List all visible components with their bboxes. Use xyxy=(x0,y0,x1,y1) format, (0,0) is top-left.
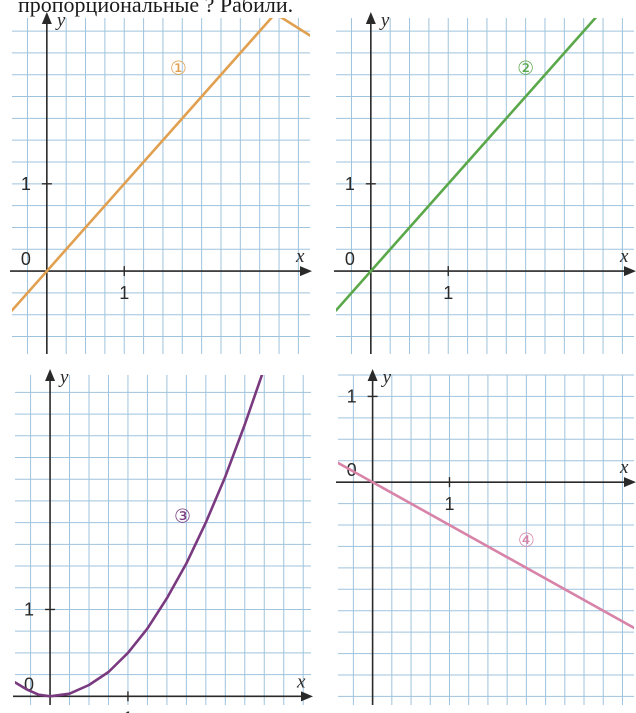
graph-marker-label: ② xyxy=(517,58,534,80)
y-tick-label: 1 xyxy=(24,599,34,619)
x-axis-arrow-icon xyxy=(624,477,636,487)
x-tick-label: 1 xyxy=(123,708,133,713)
y-axis-arrow-icon xyxy=(45,369,55,381)
y-axis-label: y xyxy=(381,367,392,388)
x-axis-label: x xyxy=(295,246,305,267)
y-tick-label: 1 xyxy=(347,386,357,406)
x-axis-arrow-icon xyxy=(301,691,313,701)
origin-label: 0 xyxy=(345,249,355,269)
graph-panel-1: 1 1 0 x y ① xyxy=(10,10,312,354)
x-axis-label: x xyxy=(619,246,629,267)
graph-panel-3: 110xy③ xyxy=(13,319,313,713)
y-tick-label: 1 xyxy=(21,174,31,194)
x-axis-label: x xyxy=(296,671,306,692)
x-tick-label: 1 xyxy=(444,494,454,514)
x-tick-label: 1 xyxy=(119,283,129,303)
y-axis-arrow-icon xyxy=(42,12,52,24)
y-axis-label: y xyxy=(58,367,69,388)
graph-marker-label: ① xyxy=(170,58,187,80)
y-axis-label: y xyxy=(55,10,66,31)
y-axis-label: y xyxy=(379,10,390,31)
graph-panel-4: 110xy④ xyxy=(336,367,636,705)
graph-marker-label: ④ xyxy=(518,529,535,551)
y-axis-arrow-icon xyxy=(366,12,376,24)
graph-line-2 xyxy=(336,0,634,310)
graph-line-4 xyxy=(338,463,634,628)
x-axis-arrow-icon xyxy=(624,266,636,276)
x-axis-arrow-icon xyxy=(300,266,312,276)
x-axis-label: x xyxy=(619,457,629,478)
y-tick-label: 1 xyxy=(345,174,355,194)
origin-label: 0 xyxy=(21,249,31,269)
graph-panel-2: 1 1 0 x y ② xyxy=(334,0,636,354)
x-tick-label: 1 xyxy=(443,283,453,303)
graph-marker-label: ③ xyxy=(174,506,191,528)
